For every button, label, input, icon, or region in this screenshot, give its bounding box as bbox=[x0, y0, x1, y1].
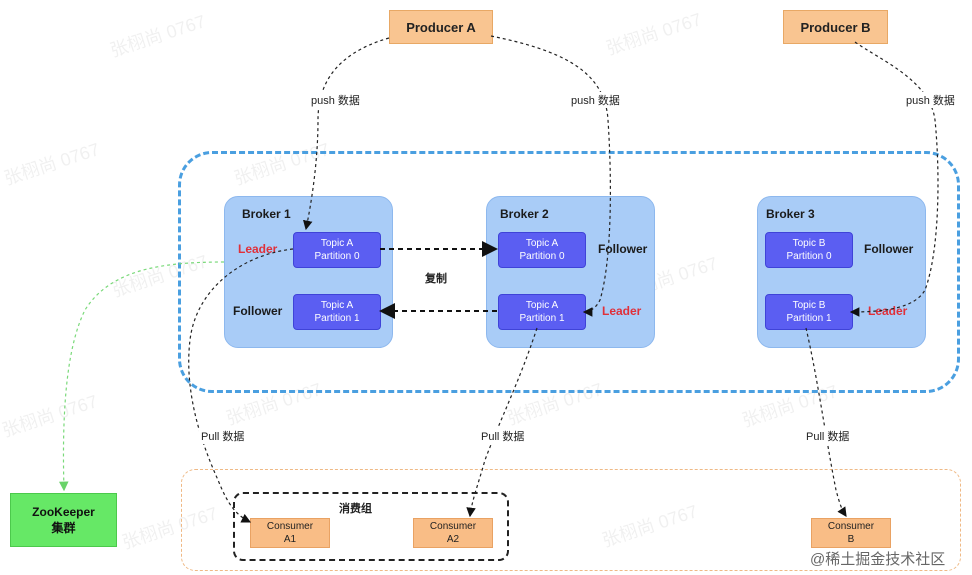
partition-id: Partition 1 bbox=[314, 313, 360, 324]
partition-id: Partition 1 bbox=[519, 313, 565, 324]
partition-id: Partition 0 bbox=[519, 251, 565, 262]
broker-1-partition-0: Topic A Partition 0 bbox=[293, 232, 381, 268]
partition-topic: Topic A bbox=[525, 300, 559, 311]
broker-2-follower-label: Follower bbox=[598, 242, 648, 256]
source-credit: @稀土掘金技术社区 bbox=[810, 551, 946, 568]
zookeeper-cluster: ZooKeeper 集群 bbox=[10, 493, 117, 547]
producer-a: Producer A bbox=[389, 10, 493, 44]
zookeeper-name: ZooKeeper bbox=[32, 505, 95, 519]
consumer-id: B bbox=[847, 534, 855, 545]
partition-topic: Topic A bbox=[320, 238, 354, 249]
broker-3-title: Broker 3 bbox=[766, 207, 815, 221]
broker-3-follower-label: Follower bbox=[864, 242, 914, 256]
pull-arrow-b bbox=[805, 327, 847, 517]
broker-1-leader-label: Leader bbox=[238, 242, 278, 256]
broker-2-title: Broker 2 bbox=[500, 207, 549, 221]
broker-2-partition-1: Topic A Partition 1 bbox=[498, 294, 586, 330]
consumer-group-box bbox=[233, 492, 509, 561]
kafka-cluster-boundary bbox=[178, 151, 960, 393]
partition-topic: Topic A bbox=[320, 300, 354, 311]
pull-arrow-a2 bbox=[466, 327, 538, 518]
pull-label-2: Pull 数据 bbox=[479, 428, 527, 444]
partition-id: Partition 0 bbox=[314, 251, 360, 262]
broker-2-leader-label: Leader bbox=[602, 304, 642, 318]
replicate-label: 复制 bbox=[425, 273, 447, 285]
broker-3-partition-0: Topic B Partition 0 bbox=[765, 232, 853, 268]
consumer-label: Consumer bbox=[827, 521, 875, 532]
consumer-id: A2 bbox=[446, 534, 460, 545]
broker-1-partition-1: Topic A Partition 1 bbox=[293, 294, 381, 330]
partition-id: Partition 0 bbox=[786, 251, 832, 262]
broker-2-partition-0: Topic A Partition 0 bbox=[498, 232, 586, 268]
push-label-1: push 数据 bbox=[309, 92, 362, 108]
consumer-a1: Consumer A1 bbox=[250, 518, 330, 548]
push-label-3: push 数据 bbox=[904, 92, 957, 108]
consumer-area bbox=[181, 469, 961, 571]
consumer-a2: Consumer A2 bbox=[413, 518, 493, 548]
partition-topic: Topic B bbox=[792, 300, 826, 311]
consumer-label: Consumer bbox=[266, 521, 314, 532]
push-arrow-a-broker2 bbox=[490, 35, 611, 317]
push-arrow-b-broker3 bbox=[849, 41, 939, 317]
broker-1-follower-label: Follower bbox=[233, 304, 283, 318]
partition-topic: Topic B bbox=[792, 238, 826, 249]
zookeeper-cluster-label: 集群 bbox=[51, 521, 76, 535]
pull-label-1: Pull 数据 bbox=[199, 428, 247, 444]
broker-3-partition-1: Topic B Partition 1 bbox=[765, 294, 853, 330]
consumer-group-title: 消费组 bbox=[339, 503, 372, 515]
consumer-b: Consumer B bbox=[811, 518, 891, 548]
consumer-label: Consumer bbox=[429, 521, 477, 532]
zookeeper-link bbox=[58, 261, 225, 492]
partition-id: Partition 1 bbox=[786, 313, 832, 324]
pull-label-3: Pull 数据 bbox=[804, 428, 852, 444]
pull-arrow-a1 bbox=[188, 248, 294, 523]
broker-1-title: Broker 1 bbox=[242, 207, 291, 221]
producer-b: Producer B bbox=[783, 10, 888, 44]
partition-topic: Topic A bbox=[525, 238, 559, 249]
push-label-2: push 数据 bbox=[569, 92, 622, 108]
push-arrow-a-broker1 bbox=[303, 37, 390, 231]
consumer-id: A1 bbox=[283, 534, 297, 545]
